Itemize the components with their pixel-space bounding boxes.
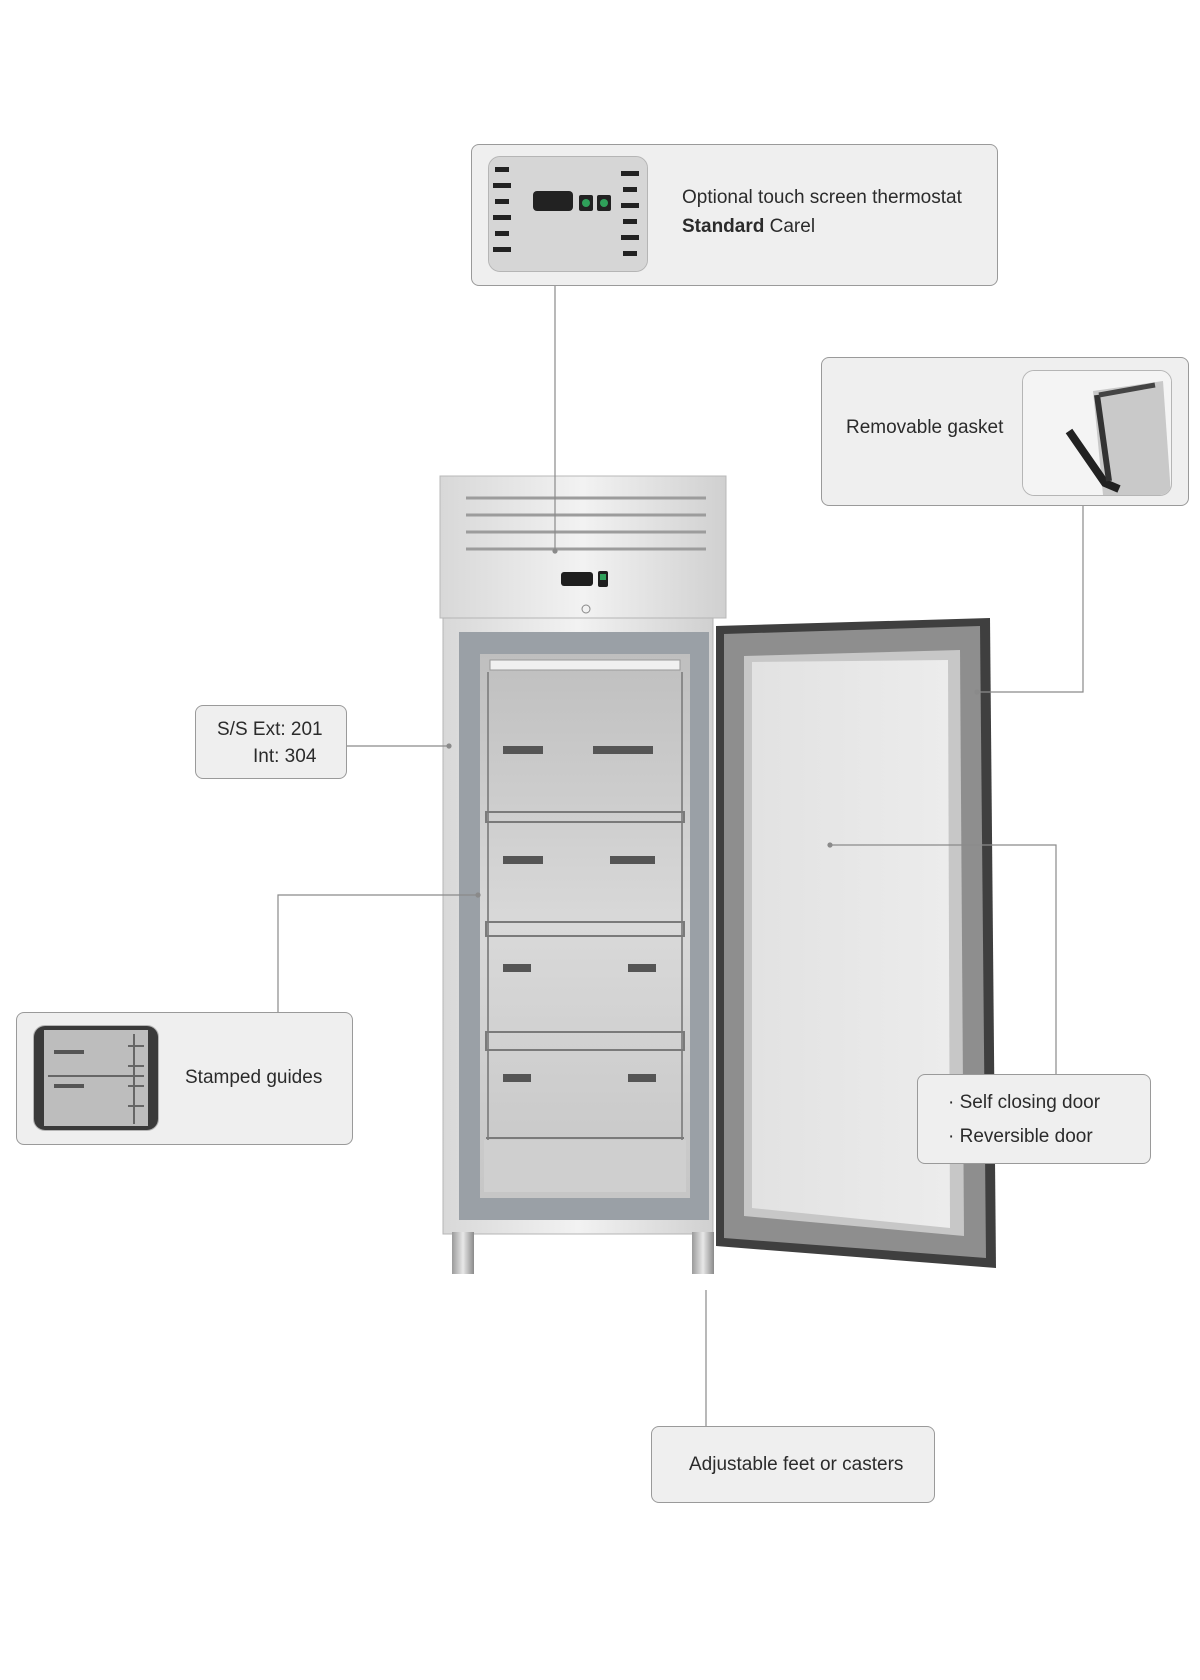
- steel-grade-callout: S/S Ext: 201 Int: 304: [195, 705, 347, 779]
- feet-label: Adjustable feet or casters: [689, 1454, 904, 1475]
- self-closing-door-item: · Self closing door: [948, 1092, 1101, 1113]
- door-features-callout: · Self closing door · Reversible door: [917, 1074, 1151, 1164]
- cabinet-body: [442, 617, 714, 1235]
- gasket-photo-icon: [1022, 370, 1172, 496]
- thermostat-line1: Optional touch screen thermostat: [682, 187, 962, 208]
- stamped-guides-callout: Stamped guides: [16, 1012, 353, 1145]
- adjustable-feet: [452, 1232, 714, 1274]
- feet-callout: Adjustable feet or casters: [651, 1426, 935, 1503]
- thermostat-brand: Carel: [764, 216, 816, 237]
- thermostat-line2: Standard Carel: [682, 212, 815, 241]
- gasket-callout: Removable gasket: [821, 357, 1189, 506]
- open-door: [716, 618, 996, 1268]
- steel-interior-grade: Int: 304: [253, 746, 317, 767]
- stamped-guides-label: Stamped guides: [185, 1067, 323, 1088]
- leader-lines: [277, 285, 1084, 1427]
- gasket-label: Removable gasket: [846, 417, 1004, 438]
- reversible-door-item: · Reversible door: [948, 1126, 1093, 1147]
- steel-exterior-grade: S/S Ext: 201: [217, 719, 323, 740]
- thermostat-standard-label: Standard: [682, 216, 765, 237]
- control-housing: [439, 475, 727, 619]
- thermostat-callout: Optional touch screen thermostat Standar…: [471, 144, 998, 286]
- thermostat-photo-icon: [488, 156, 648, 272]
- stamped-guides-photo-icon: [33, 1025, 159, 1131]
